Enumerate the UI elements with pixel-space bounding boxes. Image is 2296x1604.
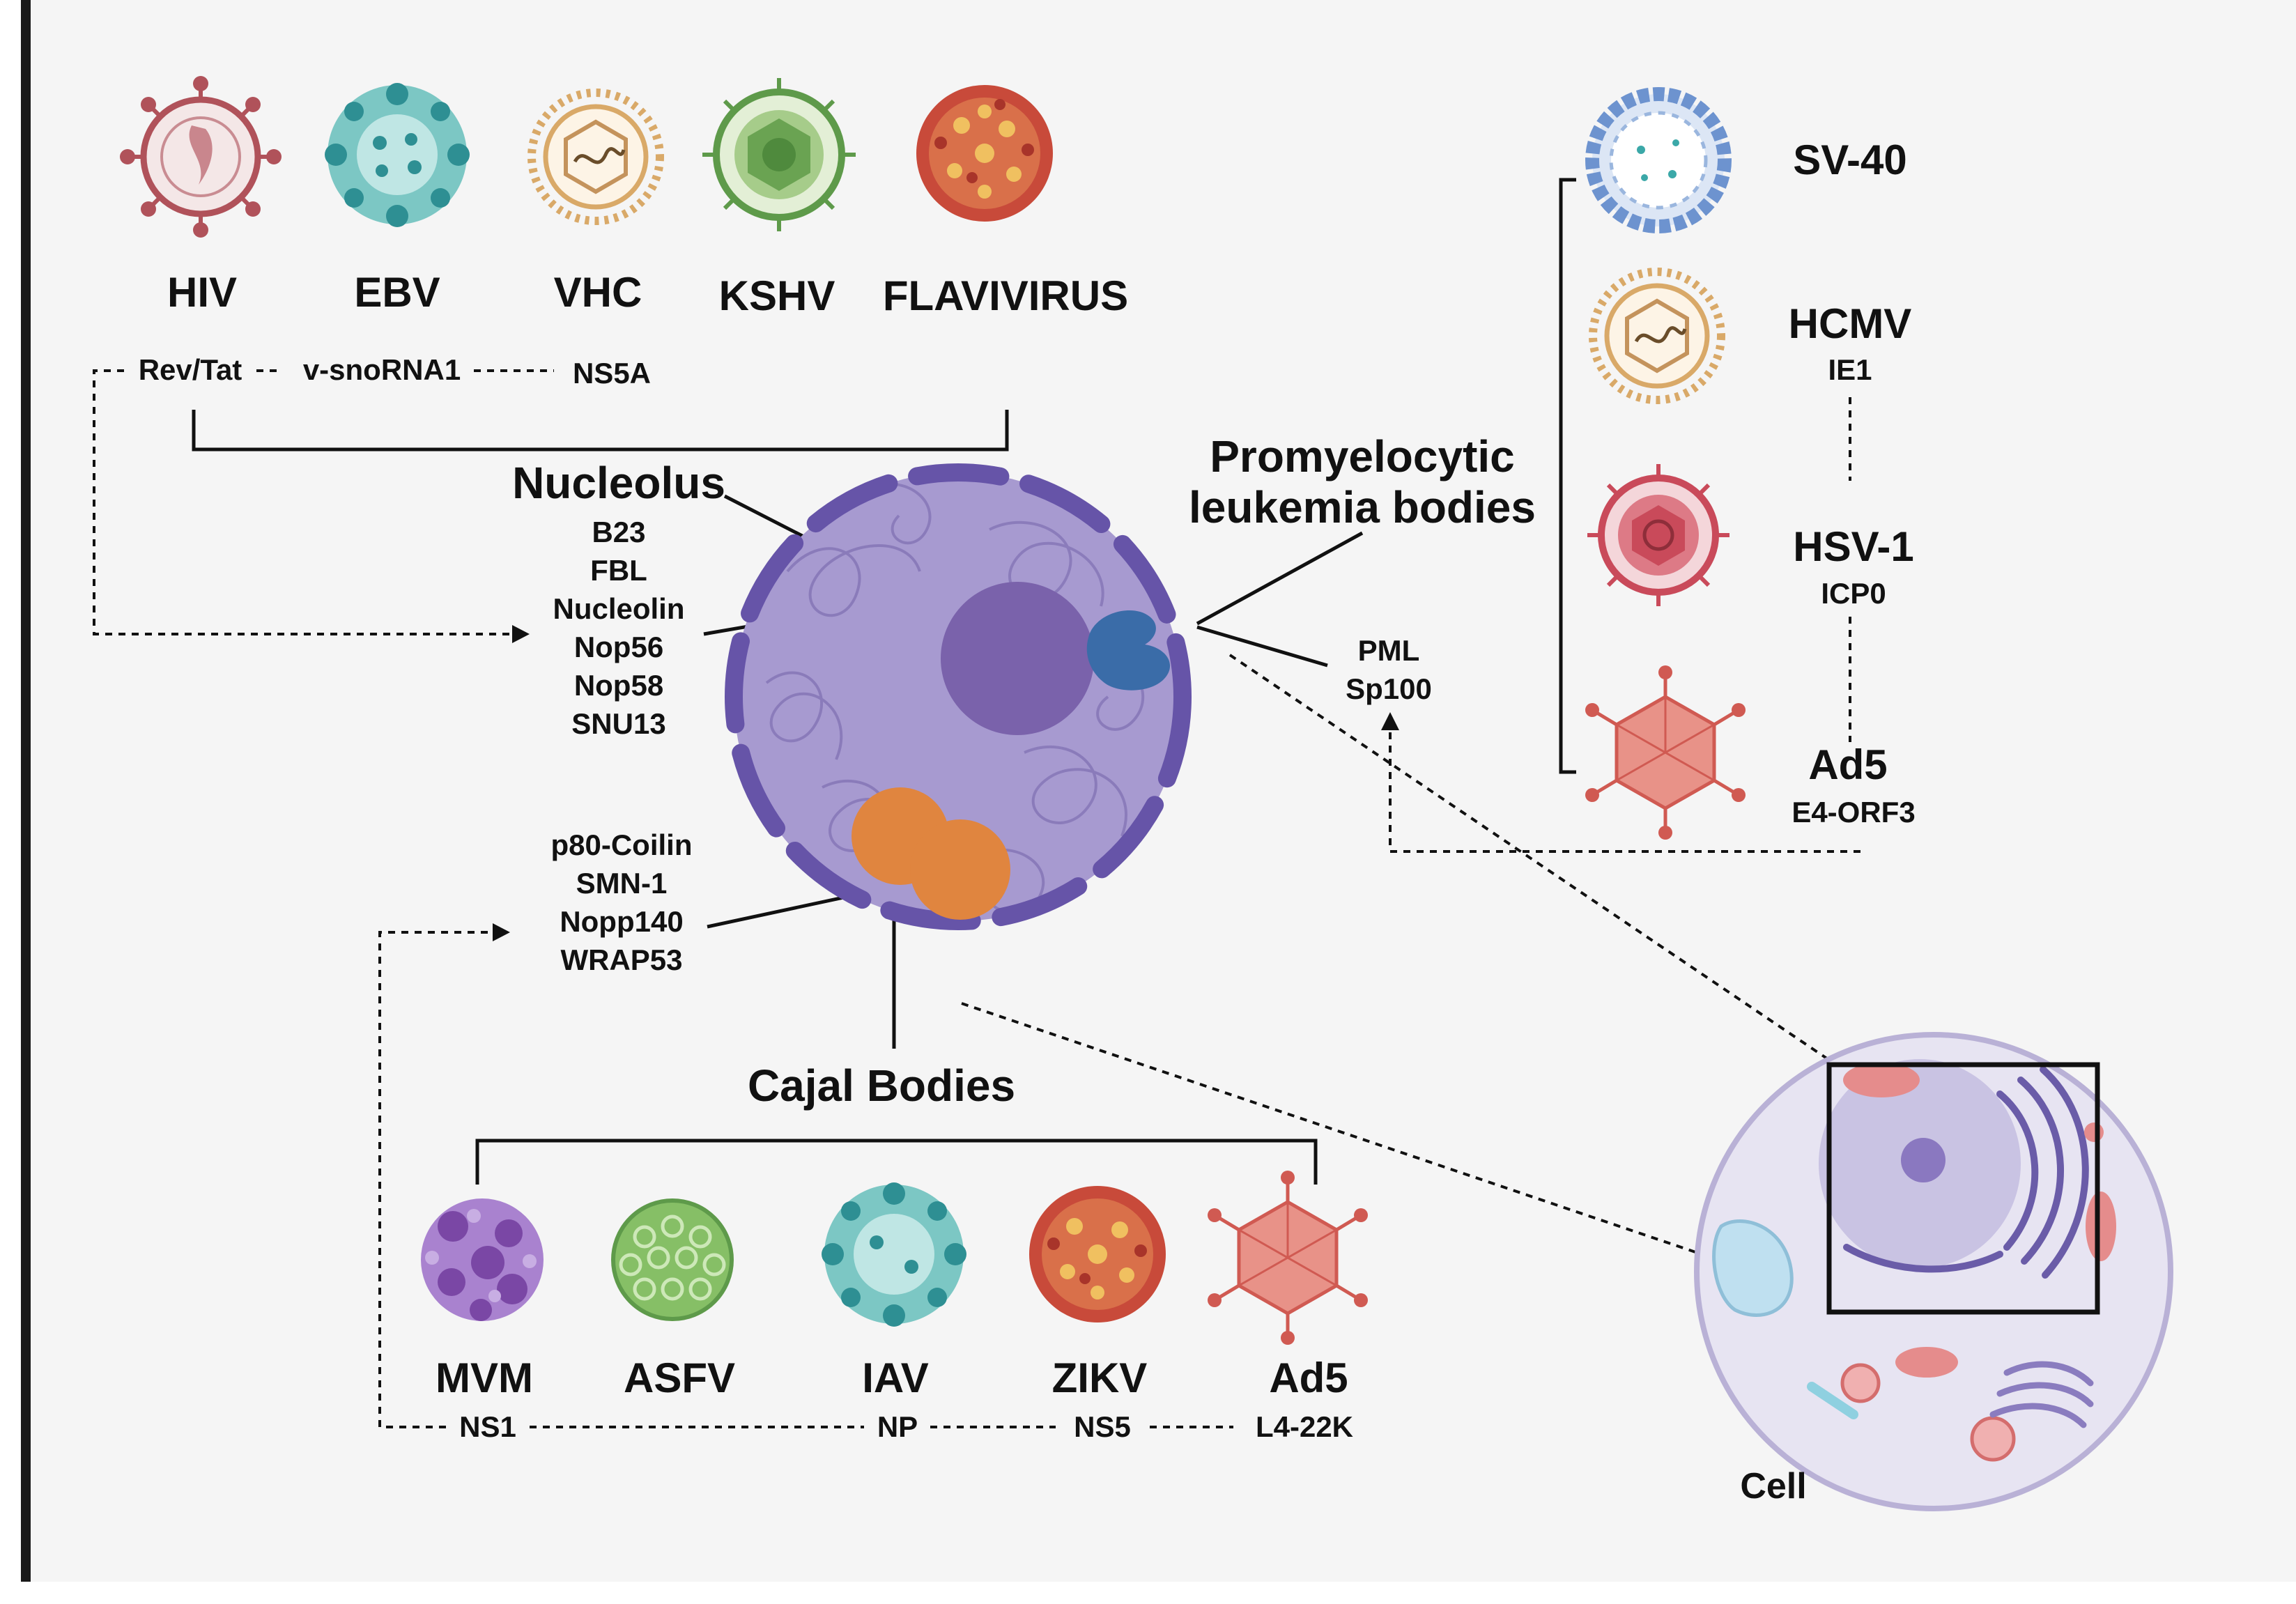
kshv-virus-icon (702, 78, 856, 231)
left-border-line (21, 0, 31, 1582)
nucleus (725, 463, 1192, 930)
ad5-bottom-virus-icon (1208, 1171, 1368, 1345)
nucleolus-protein-list: B23 FBL Nucleolin Nop56 Nop58 SNU13 (553, 516, 684, 740)
ns1-protein: NS1 (459, 1410, 516, 1443)
ad5-bottom-label: Ad5 (1269, 1355, 1348, 1401)
pml-title-line2: leukemia bodies (1189, 482, 1536, 532)
top-dotted-connector (93, 369, 516, 635)
cajal-protein: p80-Coilin (550, 828, 692, 861)
cell-mitochondrion-1 (1843, 1063, 1920, 1097)
ad5-right-label: Ad5 (1808, 741, 1887, 788)
hcmv-virus-icon (1589, 268, 1725, 404)
ie1-protein: IE1 (1828, 353, 1872, 386)
sp100-protein: Sp100 (1346, 672, 1432, 705)
zoom-box (1826, 1062, 2100, 1315)
cell-mitochondrion-2 (2086, 1192, 2116, 1261)
ns5-protein: NS5 (1074, 1410, 1131, 1443)
flavivirus-label: FLAVIVIRUS (883, 272, 1128, 319)
zoom-line-upper (1228, 654, 1837, 1066)
cell (1694, 1032, 2173, 1511)
sv40-label: SV-40 (1793, 137, 1906, 183)
right-virus-icons (1585, 87, 1746, 840)
pml-title-pointer (1196, 531, 1364, 626)
chromatin (765, 482, 1145, 913)
nuclear-envelope (725, 463, 1192, 930)
nucleolus-protein: B23 (592, 516, 645, 548)
zikv-virus-icon (1029, 1186, 1166, 1322)
cajal-body-shape-2 (910, 819, 1010, 920)
l4-22k-protein: L4-22K (1256, 1410, 1353, 1443)
flavivirus-virus-icon (916, 85, 1053, 222)
vhc-label: VHC (554, 269, 642, 316)
np-protein: NP (877, 1410, 918, 1443)
cell-golgi (1989, 1361, 2094, 1428)
cajal-protein-list: p80-Coilin SMN-1 Nopp140 WRAP53 (550, 828, 692, 976)
hcmv-label: HCMV (1789, 300, 1912, 347)
cell-vesicle (2084, 1123, 2104, 1142)
pml-title-line1: Promyelocytic (1210, 431, 1515, 481)
nucleolus-title: Nucleolus (512, 458, 725, 508)
ebv-label: EBV (354, 269, 440, 316)
nucleolus-shape (941, 582, 1094, 735)
cell-label: Cell (1740, 1466, 1806, 1506)
bottom-virus-icons (421, 1171, 1368, 1345)
nucleolus-protein: FBL (590, 554, 647, 587)
ad5-virus-icon (1585, 665, 1746, 840)
ns5a-label: NS5A (573, 357, 651, 390)
cell-nucleolus (1901, 1138, 1946, 1182)
cell-lysosome-2 (1970, 1416, 2016, 1462)
nucleolus-protein: Nop58 (574, 669, 663, 702)
hiv-virus-icon (120, 76, 282, 238)
pml-protein: PML (1358, 634, 1420, 667)
cajal-protein: WRAP53 (560, 943, 682, 976)
iav-virus-icon (822, 1182, 966, 1327)
kshv-label: KSHV (719, 272, 835, 319)
v-snorna1-label: v-snoRNA1 (303, 353, 461, 386)
top-bracket (192, 410, 1009, 452)
nucleolus-protein: Nucleolin (553, 592, 684, 625)
asfv-virus-icon (611, 1198, 734, 1321)
cajal-title: Cajal Bodies (748, 1061, 1015, 1111)
asfv-label: ASFV (624, 1355, 735, 1401)
pml-arrowhead (1381, 712, 1399, 730)
e4-orf3-protein: E4-ORF3 (1792, 796, 1915, 828)
icp0-protein: ICP0 (1821, 577, 1886, 610)
mvm-virus-icon (421, 1198, 544, 1321)
pml-body-shape (1086, 610, 1171, 691)
nucleolus-protein: Nop56 (574, 631, 663, 663)
cajal-protein: Nopp140 (560, 905, 683, 938)
cell-lysosome-1 (1840, 1363, 1881, 1403)
cell-er (1843, 1066, 2089, 1279)
cell-mitochondrion-3 (1895, 1347, 1958, 1378)
hiv-label: HIV (167, 269, 237, 316)
cell-centriole (1807, 1382, 1858, 1419)
right-bracket (1559, 178, 1576, 774)
top-arrowhead (512, 625, 530, 643)
iav-label: IAV (862, 1355, 929, 1401)
nucleolus-protein: SNU13 (571, 707, 665, 740)
cell-vacuole (1712, 1219, 1794, 1317)
vhc-virus-icon (527, 88, 664, 225)
connectors (93, 178, 1860, 1428)
right-dotted-connector (1389, 728, 1860, 853)
top-virus-icons (120, 76, 1053, 238)
bottom-bracket (475, 1139, 1318, 1185)
sv40-virus-icon (1585, 87, 1732, 233)
ebv-virus-icon (325, 83, 470, 227)
pml-list-pointer (1196, 625, 1328, 668)
hsv1-label: HSV-1 (1793, 523, 1913, 570)
cajal-protein: SMN-1 (576, 867, 668, 900)
bottom-arrowhead (493, 923, 510, 941)
rev-tat-label: Rev/Tat (139, 353, 242, 386)
hsv1-virus-icon (1587, 464, 1729, 606)
mvm-label: MVM (436, 1355, 533, 1401)
bottom-dotted-connector (378, 931, 495, 1428)
zikv-label: ZIKV (1052, 1355, 1148, 1401)
